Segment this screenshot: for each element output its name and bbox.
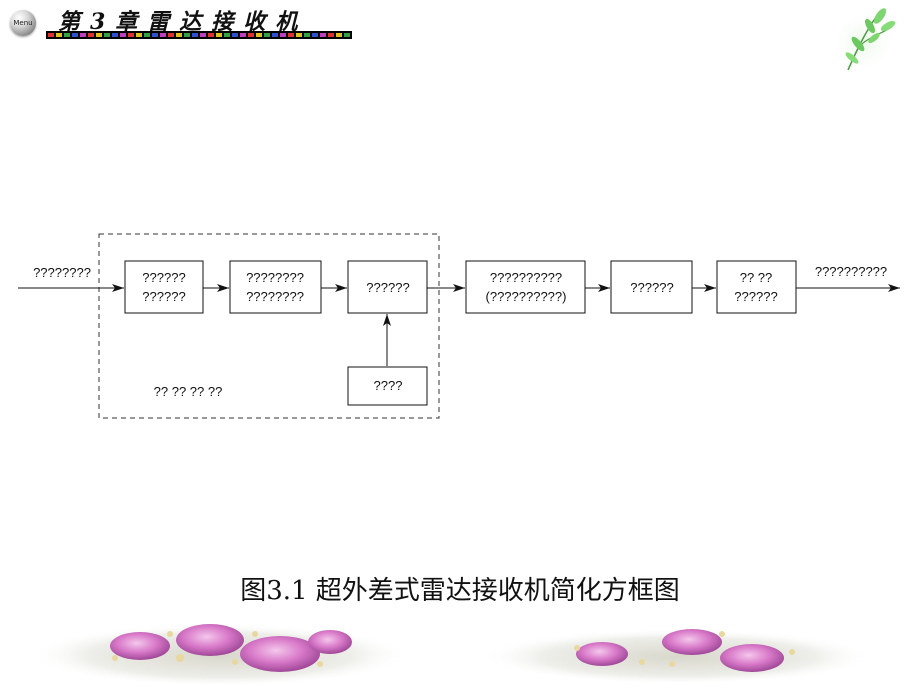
block-1-line-2: ?????? bbox=[142, 289, 185, 304]
frontend-label: ?? ?? ?? ?? bbox=[154, 384, 223, 399]
block-2 bbox=[229, 260, 322, 314]
menu-button[interactable]: Menu bbox=[10, 10, 36, 36]
figure-caption: 图3.1 超外差式雷达接收机简化方框图 bbox=[240, 576, 680, 606]
menu-label: Menu bbox=[13, 19, 33, 27]
block-4-line-1: ?????????? bbox=[490, 270, 562, 285]
block-4 bbox=[465, 260, 586, 314]
output-label: ?????????? bbox=[815, 264, 887, 279]
block-5 bbox=[610, 260, 693, 314]
block-3 bbox=[347, 260, 428, 314]
block-2-line-1: ???????? bbox=[246, 270, 304, 285]
block-3-line-1: ?????? bbox=[366, 280, 409, 295]
block-5-line-1: ?????? bbox=[630, 280, 673, 295]
block-6-line-1: ?? ?? bbox=[740, 270, 773, 285]
frontend-dashed-boundary bbox=[98, 233, 440, 419]
block-1 bbox=[124, 260, 204, 314]
rose-decoration-icon bbox=[30, 620, 410, 684]
block-6-line-2: ?????? bbox=[734, 289, 777, 304]
block-2-line-2: ???????? bbox=[246, 289, 304, 304]
rose-decoration-icon bbox=[482, 626, 874, 682]
block-4-line-2: (??????????) bbox=[486, 289, 567, 304]
title-underline-bar bbox=[46, 31, 352, 39]
input-label: ???????? bbox=[33, 265, 91, 280]
block-6 bbox=[716, 260, 797, 314]
block-oscillator-line-1: ???? bbox=[374, 378, 403, 393]
block-oscillator bbox=[347, 366, 428, 406]
leaf-decoration-icon bbox=[829, 8, 897, 75]
block-1-line-1: ?????? bbox=[142, 270, 185, 285]
